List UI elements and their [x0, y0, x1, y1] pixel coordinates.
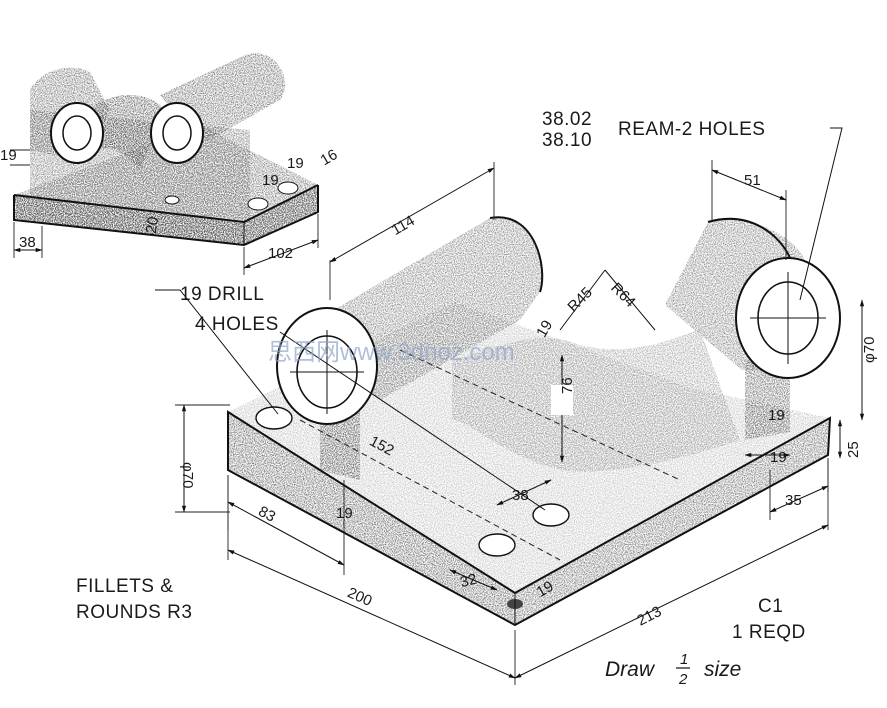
- dim-25: 25: [845, 441, 862, 458]
- small-dim-19: 19: [0, 147, 17, 164]
- fillets-note-1: FILLETS &: [76, 576, 173, 597]
- ream-size-lower: 38.10: [542, 130, 592, 151]
- main-dimensions: 114 51 R45 R64 19 76 φ70 19 19 25 35 φ70: [175, 160, 878, 685]
- watermark: 思西网www.3dnoz.com: [268, 339, 515, 366]
- small-view: 19 38 20 19 19 16 102: [0, 53, 341, 275]
- small-dim-102: 102: [268, 245, 293, 262]
- small-dim-19b: 19: [287, 155, 304, 172]
- dim-19-arc: 19: [533, 317, 556, 340]
- fillets-note-2: ROUNDS R3: [76, 602, 192, 623]
- part-id: C1: [758, 596, 783, 617]
- small-dim-38: 38: [19, 234, 36, 251]
- dim-phi70-left: φ70: [179, 462, 196, 488]
- dim-19-mid: 19: [336, 505, 353, 522]
- dim-35: 35: [785, 492, 802, 509]
- main-view: [227, 216, 841, 627]
- scale-denominator: 2: [678, 671, 688, 688]
- leaders: [155, 127, 843, 511]
- small-dim-20: 20: [143, 215, 163, 234]
- quantity-note: 1 REQD: [732, 622, 806, 643]
- dim-76: 76: [559, 377, 576, 394]
- drill-note-2: 4 HOLES: [195, 314, 279, 335]
- small-dim-19a: 19: [262, 172, 279, 189]
- scale-numerator: 1: [680, 651, 688, 668]
- notes: 38.02 38.10 REAM-2 HOLES 19 DRILL 4 HOLE…: [76, 109, 806, 688]
- dim-phi70-right: φ70: [861, 337, 878, 363]
- drill-note-1: 19 DRILL: [180, 284, 264, 305]
- dim-19-right-bot: 19: [770, 449, 787, 466]
- dim-r64: R64: [607, 279, 638, 310]
- scale-prefix: Draw: [605, 658, 656, 681]
- dim-114: 114: [389, 212, 418, 239]
- ream-note: REAM-2 HOLES: [618, 119, 765, 140]
- dim-51: 51: [744, 172, 761, 189]
- dim-200: 200: [345, 584, 375, 610]
- dim-83: 83: [256, 503, 279, 526]
- dim-38: 38: [512, 487, 529, 504]
- ream-size-upper: 38.02: [542, 109, 592, 130]
- dim-19-right-top: 19: [768, 407, 785, 424]
- small-dim-16: 16: [318, 146, 341, 169]
- scale-suffix: size: [704, 658, 741, 681]
